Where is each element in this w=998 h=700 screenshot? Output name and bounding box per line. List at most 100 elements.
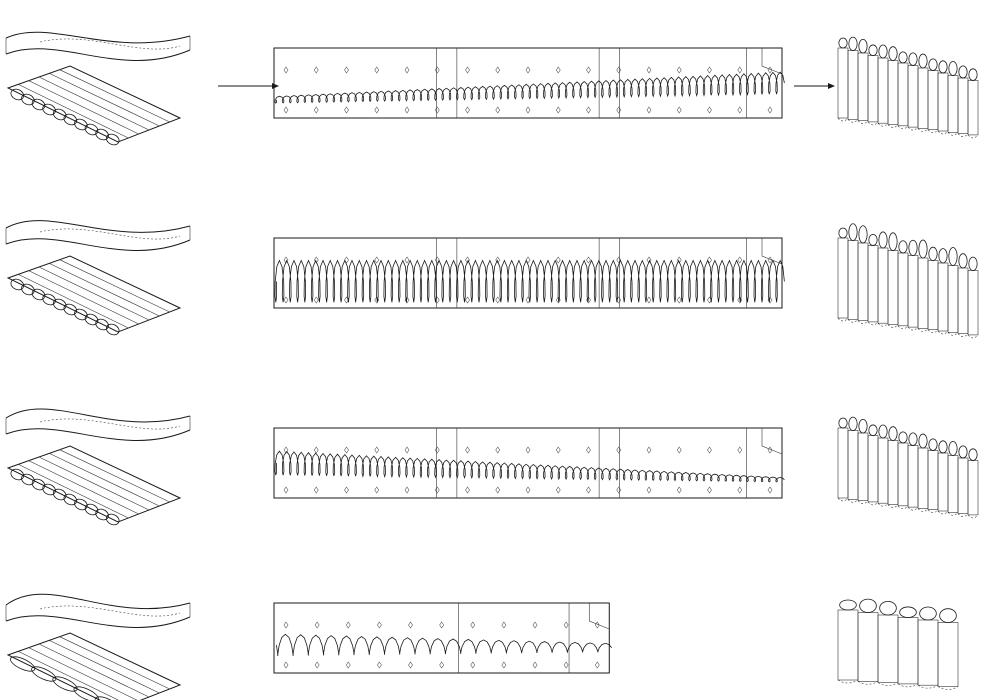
module-top-loop [928,438,938,451]
module-top-loop [898,431,908,444]
strip-marker [767,446,773,454]
strip-marker [555,256,561,264]
base-plate-line [49,263,160,317]
strip-marker [313,486,319,494]
module-base-curve [897,125,909,130]
base-loop [10,88,25,101]
module-panel [927,450,939,511]
strip-marker [404,446,410,454]
module-base-curve [867,321,879,326]
module-top-loop [928,246,938,261]
strip-notch [761,238,783,265]
isometric-module-2 [837,223,979,339]
module-base-curve [907,126,919,131]
base-loop [63,303,78,316]
base-plate [6,445,182,523]
isometric-module-column [837,36,979,690]
module-top-loop [878,424,888,439]
module-top-loop [868,424,878,436]
strip-marker [676,106,682,114]
strip-marker [404,106,410,114]
module-base-curve [897,683,919,688]
strip-marker [434,446,440,454]
module-top-loop [968,448,978,461]
strip-marker [465,256,470,264]
base-loop [74,308,88,321]
strip-marker [283,486,289,494]
strip-marker [586,106,591,114]
strip-marker [377,661,382,669]
base-plate-line [38,456,150,511]
strip-marker [676,66,682,74]
strip-marker [616,106,622,114]
arrow-group [218,83,835,89]
module-panel [907,445,919,508]
wave-sheet-top [5,408,191,423]
module-panel [847,50,859,120]
module-panel [837,237,849,319]
module-top-loop [868,44,878,56]
strip-marker [439,621,445,629]
module-panel [937,452,949,512]
strip-marker [767,256,773,264]
module-panel [917,257,929,329]
module-base-curve [857,320,869,324]
strip-marker [434,256,440,264]
module-base-curve [957,333,969,337]
module-top-loop [879,600,897,616]
module-base-curve [927,509,939,513]
module-top-loop [948,61,958,76]
elevation-strip-column [273,47,785,674]
strip-marker [616,256,622,264]
wave-sheet-bottom-edge [5,238,191,251]
isometric-module-3 [837,416,979,519]
base-plate-line [49,453,160,507]
strip-marker [676,446,682,454]
module-top-loop [839,599,857,611]
base-loop [21,283,35,296]
layer-stack-column [5,31,191,700]
strip-marker [767,106,773,114]
wave-sheet-hidden-line [39,38,181,50]
strip-marker [313,256,319,264]
strip-marker [525,256,531,264]
strip-marker [470,621,476,629]
base-loop [31,288,46,301]
base-plate-line [28,647,138,700]
module-top-loop [958,253,968,269]
strip-marker [465,486,470,494]
base-loop [84,313,99,326]
strip-marker [707,66,712,74]
module-panel [907,65,919,128]
base-loop [94,696,120,700]
module-top-loop [878,44,888,59]
base-loop [52,108,67,121]
module-base-curve [917,684,939,689]
base-loop [84,503,99,516]
module-base-curve [887,324,899,328]
strip-marker [404,66,410,74]
strip-marker [525,486,531,494]
module-top-loop [848,416,858,431]
module-panel [907,255,919,328]
arrow-right [794,83,835,89]
strip-marker [525,106,531,114]
layer-stack-1 [5,31,191,146]
wave-sheet-bottom-edge [5,48,191,61]
module-panel [857,612,879,682]
elevation-strip-4 [273,602,613,674]
base-plate [6,255,182,333]
module-panel [877,57,889,124]
base-loop [52,488,67,501]
module-top-loop [958,445,968,459]
module-top-loop [908,432,918,446]
module-panel [897,442,909,507]
module-base-curve [897,505,909,510]
module-panel [867,435,879,503]
strip-marker [404,486,410,494]
module-base-curve [897,325,909,330]
strip-marker [283,106,289,114]
strip-marker [646,66,652,74]
base-loop [31,478,46,491]
base-loop [84,123,99,136]
